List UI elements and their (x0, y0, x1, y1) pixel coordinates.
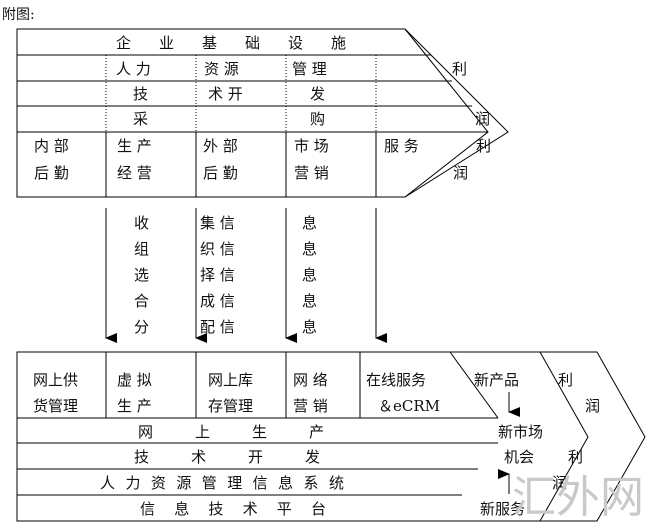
info-step-b-5: 配 信 (200, 318, 235, 336)
top-margin-char-3: 利 (476, 137, 491, 155)
primary-operations-l1: 生 产 (117, 137, 152, 155)
primary-marketing-l1: 市 场 (294, 137, 329, 155)
bottom-virtual-prod-l1: 虚 拟 (117, 371, 152, 389)
bottom-inner-arrow-left (449, 351, 499, 419)
bottom-margin-char-2: 润 (585, 397, 600, 415)
primary-operations-l2: 经 营 (117, 164, 152, 182)
new-product: 新产品 (474, 371, 519, 389)
support-tech-part2: 术 开 (208, 85, 243, 103)
bottom-margin-char-4: 润 (552, 474, 567, 492)
info-step-a-3: 选 (134, 266, 149, 284)
bottom-support-4: 信 息 技 术 平 台 (140, 500, 326, 518)
support-tech-part3: 发 (310, 85, 325, 103)
top-margin-char-2: 润 (475, 110, 490, 128)
arrows-section (105, 208, 387, 343)
bottom-net-marketing-l2: 营 销 (293, 397, 328, 415)
bottom-online-service-l1: 在线服务 (366, 371, 426, 389)
top-value-chain: 企 业 基 础 设 施 人 力 资 源 管 理 技 术 开 发 采 购 内 部 … (16, 28, 509, 198)
info-step-c-4: 息 (302, 292, 317, 310)
support-hr-part1: 人 力 (116, 60, 151, 78)
info-step-c-2: 息 (302, 240, 317, 258)
top-margin-char-1: 利 (452, 60, 467, 78)
support-procurement-part2: 购 (310, 110, 325, 128)
bottom-value-chain: 网上供 货管理 虚 拟 生 产 网上库 存管理 网 络 营 销 在线服务 ＆eC… (16, 351, 646, 522)
new-market-l2: 机会 (504, 448, 534, 466)
primary-inbound-l1: 内 部 (34, 137, 69, 155)
support-procurement-part1: 采 (133, 110, 148, 128)
primary-outbound-l1: 外 部 (203, 137, 238, 155)
watermark: 汇外网 (512, 472, 644, 523)
bottom-virtual-prod-l2: 生 产 (117, 397, 152, 415)
support-tech-part1: 技 (133, 85, 148, 103)
top-chain-outline (16, 28, 509, 198)
info-step-c-1: 息 (302, 214, 317, 232)
info-step-b-1: 集 信 (200, 214, 235, 232)
bottom-support-2: 技 术 开 发 (134, 448, 320, 466)
bottom-margin-char-1: 利 (558, 371, 573, 389)
bottom-supply-l1: 网上供 (33, 371, 78, 389)
bottom-supply-l2: 货管理 (33, 397, 78, 415)
caption: 附图: (2, 7, 35, 23)
info-step-b-2: 织 信 (200, 240, 235, 258)
bottom-inventory-l2: 存管理 (208, 397, 253, 415)
info-steps: 收 组 选 合 分 集 信 织 信 择 信 成 信 配 信 息 息 息 息 息 (134, 214, 317, 336)
bottom-inventory-l1: 网上库 (208, 371, 253, 389)
info-step-a-5: 分 (134, 318, 149, 336)
bottom-online-service-l2: ＆eCRM (378, 397, 440, 415)
info-step-a-2: 组 (134, 240, 149, 258)
bottom-arrow-1 (430, 351, 589, 522)
info-step-a-4: 合 (134, 292, 149, 310)
bottom-margin-char-3: 利 (568, 448, 583, 466)
primary-marketing-l2: 营 销 (294, 164, 329, 182)
support-hr-part2: 资 源 (204, 60, 239, 78)
primary-inbound-l2: 后 勤 (34, 164, 69, 182)
info-step-c-3: 息 (302, 266, 317, 284)
support-infrastructure: 企 业 基 础 设 施 (116, 34, 346, 52)
primary-service: 服 务 (384, 137, 419, 155)
bottom-support-3: 人力资源管理信息系统 (100, 474, 344, 492)
bottom-support-1: 网 上 生 产 (138, 423, 324, 441)
support-hr-part3: 管 理 (292, 60, 327, 78)
info-step-c-5: 息 (302, 318, 317, 336)
top-margin-char-4: 润 (453, 164, 468, 182)
info-step-a-1: 收 (134, 214, 149, 232)
info-step-b-3: 择 信 (200, 266, 235, 284)
bottom-net-marketing-l1: 网 络 (293, 371, 328, 389)
primary-outbound-l2: 后 勤 (203, 164, 238, 182)
new-service: 新服务 (480, 500, 525, 518)
info-step-b-4: 成 信 (200, 292, 235, 310)
new-market-l1: 新市场 (498, 423, 543, 441)
